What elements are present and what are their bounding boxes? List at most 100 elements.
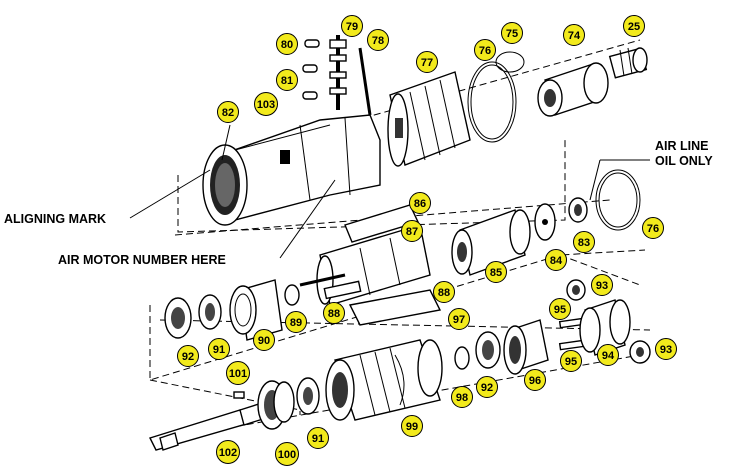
balloon-circle xyxy=(476,376,498,398)
oil-only-label: OIL ONLY xyxy=(655,154,713,168)
part-82-housing xyxy=(202,114,381,226)
balloon-79: 79 xyxy=(341,15,363,37)
balloon-80: 80 xyxy=(276,33,298,55)
balloon-circle xyxy=(655,338,677,360)
balloon-number: 93 xyxy=(596,280,608,292)
balloon-circle xyxy=(451,386,473,408)
balloon-circle xyxy=(307,427,329,449)
balloon-circle xyxy=(545,249,567,271)
part-76-ring-top xyxy=(467,61,517,143)
part-99-gear-housing xyxy=(325,339,443,421)
balloon-number: 74 xyxy=(568,30,581,42)
balloon-number: 100 xyxy=(278,449,296,461)
balloon-circle xyxy=(474,39,496,61)
balloon-number: 101 xyxy=(229,368,247,380)
balloon-circle xyxy=(401,415,423,437)
balloon-circle xyxy=(367,29,389,51)
balloon-number: 85 xyxy=(490,267,502,279)
balloon-number: 87 xyxy=(406,226,418,238)
balloon-25: 25 xyxy=(623,15,645,37)
balloon-circle xyxy=(416,51,438,73)
part-93-gear-top xyxy=(566,279,586,301)
balloon-number: 91 xyxy=(213,344,225,356)
balloon-number: 89 xyxy=(290,317,302,329)
balloon-86: 86 xyxy=(409,192,431,214)
balloon-92: 92 xyxy=(476,376,498,398)
balloon-96: 96 xyxy=(524,369,546,391)
balloon-circle xyxy=(549,298,571,320)
balloon-84: 84 xyxy=(545,249,567,271)
balloon-85: 85 xyxy=(485,261,507,283)
balloon-90: 90 xyxy=(253,329,275,351)
balloon-95: 95 xyxy=(549,298,571,320)
balloon-circle xyxy=(254,92,278,116)
balloon-number: 97 xyxy=(453,314,465,326)
balloon-88: 88 xyxy=(433,281,455,303)
balloon-number: 86 xyxy=(414,198,426,210)
balloon-89: 89 xyxy=(285,311,307,333)
balloon-circle xyxy=(285,311,307,333)
balloon-number: 76 xyxy=(647,223,659,235)
balloon-88: 88 xyxy=(323,302,345,324)
part-81-pins xyxy=(302,64,318,100)
part-93-gear-bottom xyxy=(629,340,651,364)
balloon-number: 80 xyxy=(281,39,293,51)
balloon-number: 79 xyxy=(346,21,358,33)
part-94-carrier xyxy=(579,299,631,356)
balloon-circle xyxy=(573,231,595,253)
balloon-circle xyxy=(501,22,523,44)
part-98-washer xyxy=(454,346,470,370)
balloon-circle xyxy=(276,33,298,55)
balloon-77: 77 xyxy=(416,51,438,73)
balloon-87: 87 xyxy=(401,220,423,242)
balloon-number: 81 xyxy=(281,75,293,87)
balloon-circle xyxy=(560,350,582,372)
part-79-valve-stem xyxy=(329,35,372,116)
balloon-circle xyxy=(217,101,239,123)
part-83-bearing xyxy=(568,197,588,223)
part-74-end-cap xyxy=(537,62,609,117)
balloon-82: 82 xyxy=(217,101,239,123)
balloon-circle xyxy=(448,308,470,330)
balloon-78: 78 xyxy=(367,29,389,51)
balloon-103: 103 xyxy=(254,92,278,116)
part-92-bearing-right xyxy=(475,331,501,369)
balloon-number: 91 xyxy=(312,433,324,445)
balloon-92: 92 xyxy=(177,345,199,367)
balloon-number: 95 xyxy=(565,356,577,368)
balloon-number: 77 xyxy=(421,57,433,69)
balloon-circle xyxy=(177,345,199,367)
balloon-number: 94 xyxy=(602,350,615,362)
balloon-circle xyxy=(341,15,363,37)
balloon-74: 74 xyxy=(563,24,585,46)
part-91-bearing-left xyxy=(198,294,222,330)
balloon-number: 98 xyxy=(456,392,468,404)
part-91-bearing-bottom xyxy=(296,377,320,415)
part-25-fitting xyxy=(608,47,648,79)
balloon-circle xyxy=(409,192,431,214)
part-85-bearing-plate xyxy=(451,209,531,276)
balloon-circle xyxy=(433,281,455,303)
balloon-circle xyxy=(253,329,275,351)
balloon-100: 100 xyxy=(275,442,299,466)
part-96-ring-gear xyxy=(503,319,549,375)
balloon-number: 95 xyxy=(554,304,566,316)
balloon-99: 99 xyxy=(401,415,423,437)
part-89-bearing xyxy=(284,284,300,306)
balloon-102: 102 xyxy=(216,440,240,464)
part-101-key xyxy=(233,391,245,399)
balloon-97: 97 xyxy=(448,308,470,330)
balloon-76: 76 xyxy=(642,217,664,239)
balloon-94: 94 xyxy=(597,344,619,366)
balloon-circle xyxy=(524,369,546,391)
balloon-circle xyxy=(563,24,585,46)
balloon-circle xyxy=(623,15,645,37)
balloon-91: 91 xyxy=(208,338,230,360)
balloon-number: 102 xyxy=(219,447,237,459)
part-84-disc xyxy=(534,203,556,241)
balloon-circle xyxy=(216,440,240,464)
part-90-housing xyxy=(229,279,283,341)
balloon-circle xyxy=(323,302,345,324)
balloon-95: 95 xyxy=(560,350,582,372)
